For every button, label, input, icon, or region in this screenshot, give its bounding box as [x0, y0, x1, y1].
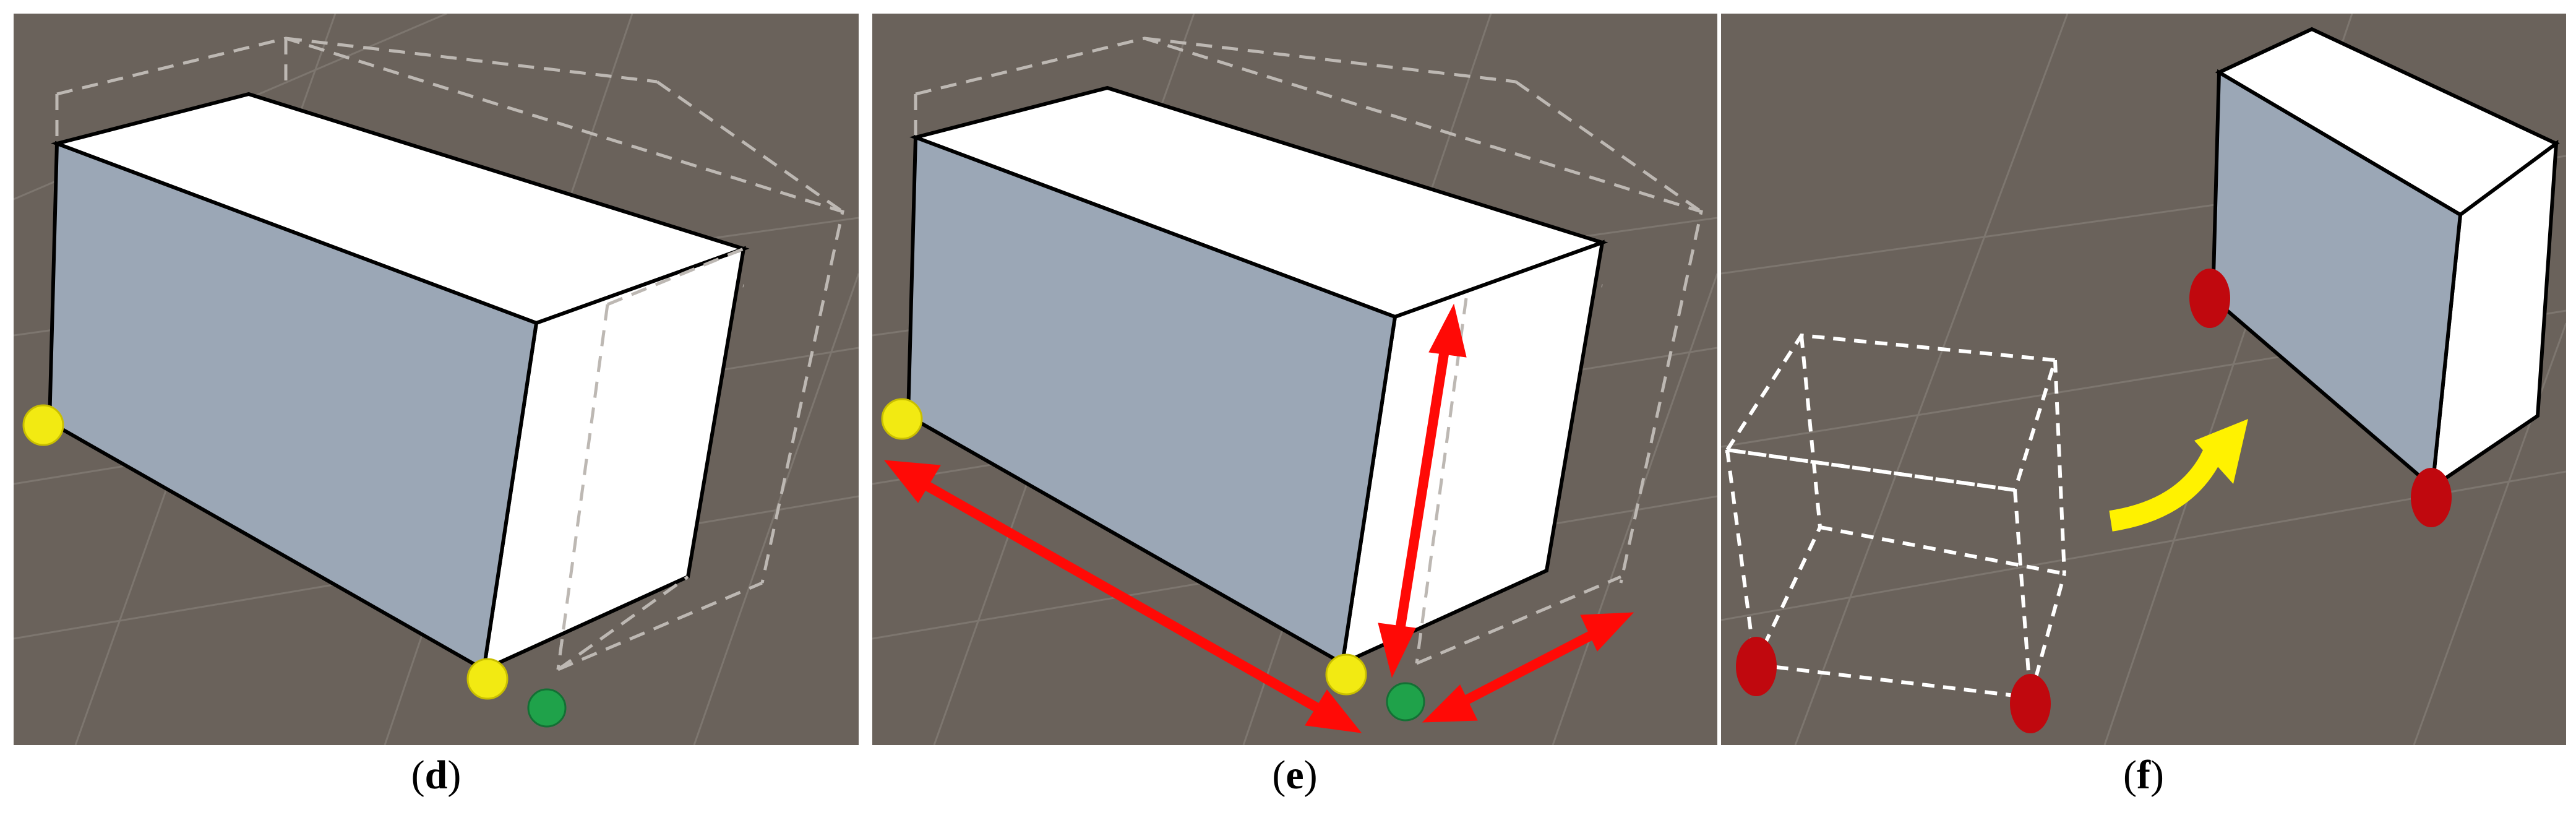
dimension-arrows [883, 303, 1634, 733]
caption-letter-d: d [424, 752, 448, 798]
caption-letter-e: e [1286, 752, 1304, 798]
caption-letter-f: f [2137, 752, 2150, 798]
red-marker-wire-left [1736, 637, 1777, 696]
panel-d-scene [14, 14, 859, 745]
depth-arrow [1439, 618, 1617, 718]
caption-f: (f) [2123, 752, 2164, 798]
red-marker-wire-right [2010, 674, 2051, 733]
depth-arrow-head-right [1580, 612, 1634, 652]
yellow-marker-left [22, 404, 64, 446]
width-arrow [899, 467, 1345, 727]
box [47, 92, 750, 673]
green-marker [1386, 682, 1425, 722]
red-marker-box-right [2411, 468, 2452, 527]
yellow-marker-bottom [466, 658, 509, 700]
red-marker-box-left [2189, 269, 2230, 328]
height-arrow-head-bottom [1378, 623, 1416, 678]
yellow-marker-left [881, 398, 923, 440]
caption-d: (d) [411, 752, 462, 798]
panel-f-scene [1721, 14, 2566, 745]
depth-arrow-head-left [1422, 684, 1478, 723]
rotation-arrow-head [2194, 419, 2248, 484]
green-marker [527, 688, 567, 728]
panel-d [14, 14, 859, 745]
panel-f [1721, 14, 2566, 745]
width-arrow-head-left [883, 460, 941, 503]
wireframe-cube [1724, 333, 2066, 699]
height-arrow [1391, 322, 1454, 658]
width-arrow-head-right [1305, 689, 1362, 733]
height-arrow-head-top [1428, 303, 1467, 358]
yellow-marker-bottom [1325, 653, 1367, 696]
rotation-arrow [2109, 419, 2248, 532]
panel-e-scene [872, 14, 1717, 745]
panel-e [872, 14, 1717, 745]
caption-e: (e) [1272, 752, 1318, 798]
